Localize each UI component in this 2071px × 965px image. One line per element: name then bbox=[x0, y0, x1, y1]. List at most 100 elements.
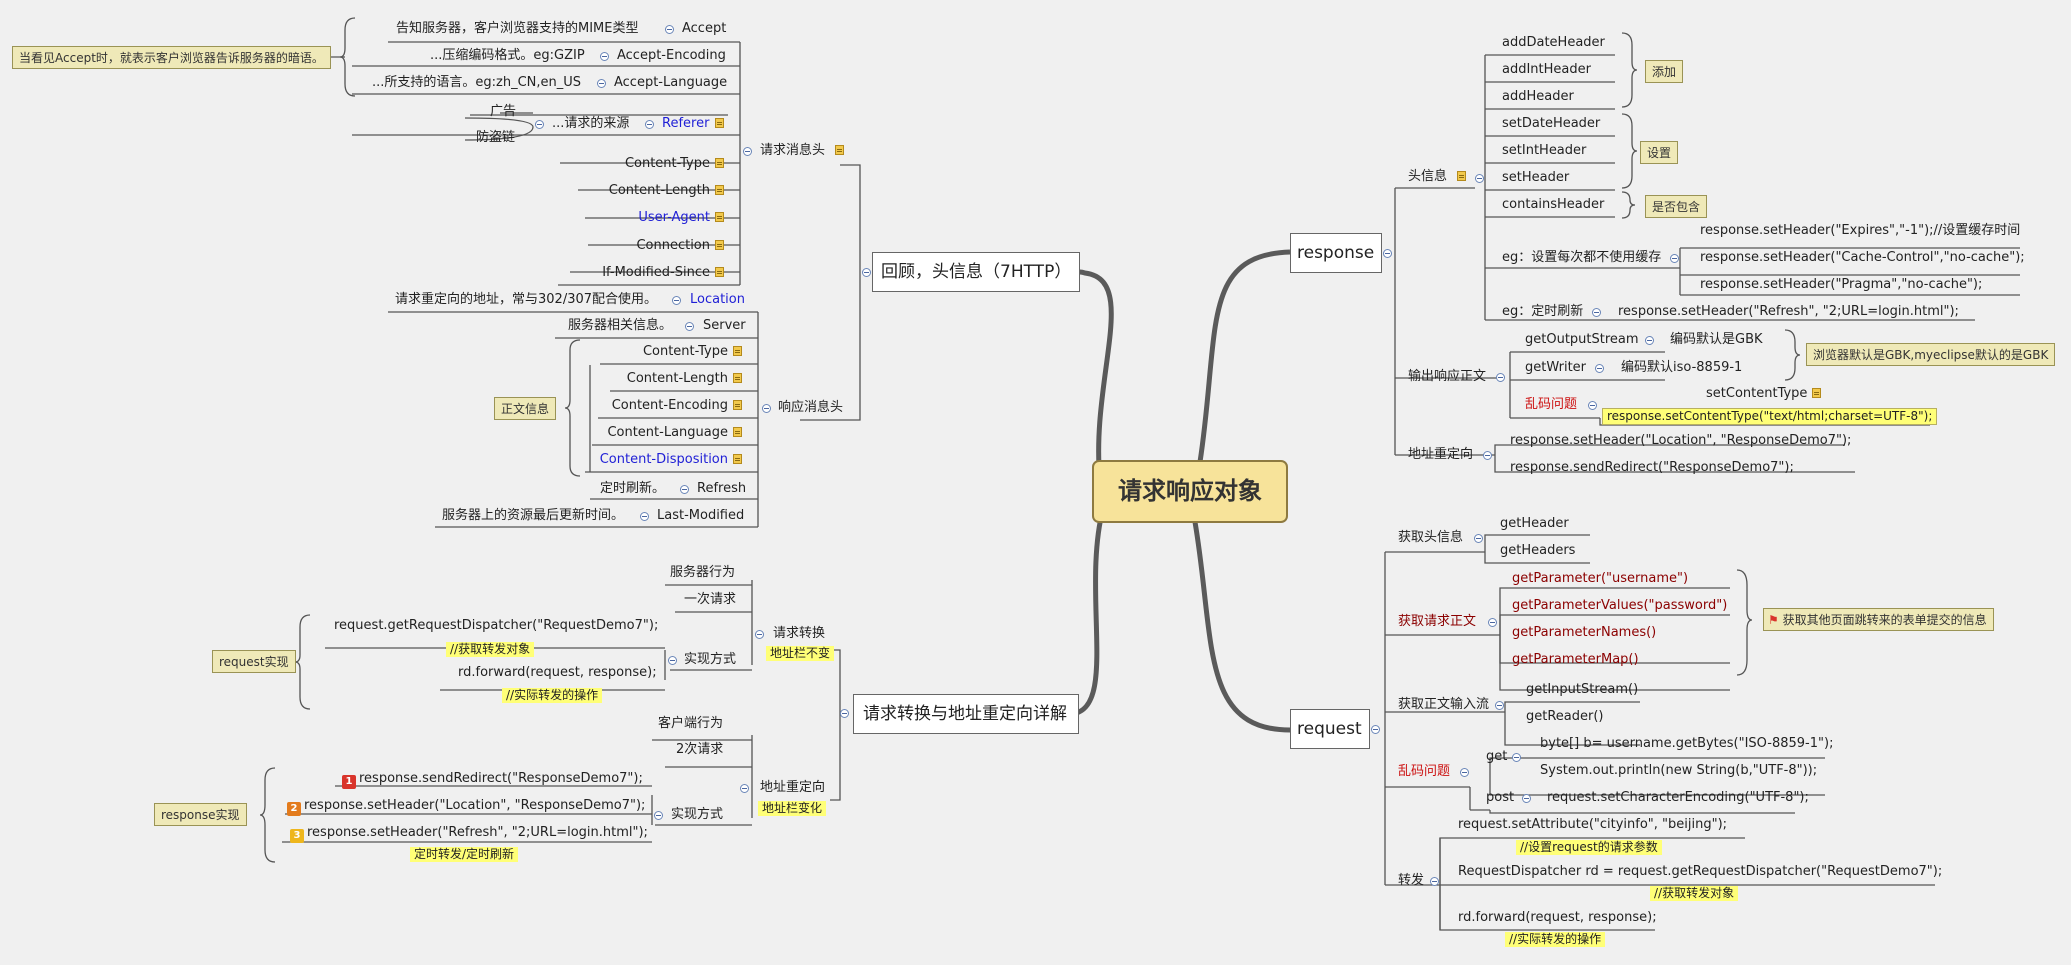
collapse-icon[interactable] bbox=[762, 404, 771, 413]
get-parameter-map[interactable]: getParameterMap() bbox=[1512, 652, 1639, 667]
garbled-post[interactable]: post bbox=[1486, 790, 1515, 805]
set-header[interactable]: setHeader bbox=[1502, 170, 1570, 185]
header-referer[interactable]: Referer bbox=[662, 116, 710, 131]
req-input-stream-label[interactable]: 获取正文输入流 bbox=[1398, 697, 1490, 712]
set-int-header[interactable]: setIntHeader bbox=[1502, 143, 1587, 158]
resp-redirect-code-send[interactable]: response.sendRedirect("ResponseDemo7"); bbox=[1510, 460, 1794, 475]
collapse-icon[interactable] bbox=[1474, 534, 1483, 543]
resp-refresh[interactable]: Refresh bbox=[697, 481, 747, 496]
collapse-icon[interactable] bbox=[672, 296, 681, 305]
collapse-icon[interactable] bbox=[1512, 753, 1521, 762]
response-header-label[interactable]: 响应消息头 bbox=[778, 400, 844, 415]
collapse-icon[interactable] bbox=[640, 512, 649, 521]
refresh-code[interactable]: response.setHeader("Refresh", "2;URL=log… bbox=[1618, 304, 1959, 319]
request-header-label[interactable]: 请求消息头 bbox=[760, 143, 826, 158]
no-cache-code-expires[interactable]: response.setHeader("Expires","-1");//设置缓… bbox=[1700, 223, 2021, 238]
forward-code-forward[interactable]: rd.forward(request, response); bbox=[458, 665, 657, 680]
get-input-stream[interactable]: getInputStream() bbox=[1526, 682, 1639, 697]
note-icon[interactable] bbox=[733, 346, 742, 356]
header-accept-language[interactable]: Accept-Language bbox=[614, 75, 728, 90]
resp-redirect-label[interactable]: 地址重定向 bbox=[1408, 447, 1474, 462]
collapse-icon[interactable] bbox=[645, 120, 654, 129]
contains-header[interactable]: containsHeader bbox=[1502, 197, 1605, 212]
garbled-get-code1[interactable]: byte[] b= username.getBytes("ISO-8859-1"… bbox=[1540, 736, 1834, 751]
note-icon[interactable] bbox=[715, 158, 724, 168]
collapse-icon[interactable] bbox=[1371, 725, 1380, 734]
collapse-icon[interactable] bbox=[1595, 364, 1604, 373]
collapse-icon[interactable] bbox=[1475, 174, 1484, 183]
collapse-icon[interactable] bbox=[597, 79, 606, 88]
req-if-modified-since[interactable]: If-Modified-Since bbox=[602, 265, 710, 280]
collapse-icon[interactable] bbox=[743, 147, 752, 156]
req-forward-label[interactable]: 转发 bbox=[1398, 873, 1425, 888]
no-cache-code-pragma[interactable]: response.setHeader("Pragma","no-cache"); bbox=[1700, 277, 1983, 292]
note-icon[interactable] bbox=[835, 145, 844, 155]
resp-server[interactable]: Server bbox=[703, 318, 746, 333]
collapse-icon[interactable] bbox=[1592, 308, 1601, 317]
set-date-header[interactable]: setDateHeader bbox=[1502, 116, 1601, 131]
topic-forward-redirect[interactable]: 请求转换与地址重定向详解 bbox=[853, 694, 1079, 734]
topic-http-headers[interactable]: 回顾，头信息（7HTTP） bbox=[872, 252, 1080, 292]
req-user-agent[interactable]: User-Agent bbox=[638, 210, 710, 225]
collapse-icon[interactable] bbox=[654, 811, 663, 820]
req-garbled-label[interactable]: 乱码问题 bbox=[1398, 764, 1451, 779]
garbled-get[interactable]: get bbox=[1486, 749, 1508, 764]
note-icon[interactable] bbox=[733, 454, 742, 464]
collapse-icon[interactable] bbox=[680, 485, 689, 494]
resp-redirect-code-location[interactable]: response.setHeader("Location", "Response… bbox=[1510, 433, 1852, 448]
add-date-header[interactable]: addDateHeader bbox=[1502, 35, 1605, 50]
req-forward-code-forward[interactable]: rd.forward(request, response); bbox=[1458, 910, 1657, 925]
topic-response[interactable]: response bbox=[1290, 233, 1382, 273]
header-accept[interactable]: Accept bbox=[682, 21, 727, 36]
note-icon[interactable] bbox=[715, 118, 724, 128]
set-content-type-code[interactable]: response.setContentType("text/html;chars… bbox=[1602, 408, 1938, 425]
collapse-icon[interactable] bbox=[1460, 768, 1469, 777]
collapse-icon[interactable] bbox=[665, 25, 674, 34]
resp-content-length[interactable]: Content-Length bbox=[626, 371, 728, 386]
req-connection[interactable]: Connection bbox=[636, 238, 710, 253]
collapse-icon[interactable] bbox=[535, 120, 544, 129]
req-body-label[interactable]: 获取请求正文 bbox=[1398, 614, 1477, 629]
collapse-icon[interactable] bbox=[1588, 401, 1597, 410]
collapse-icon[interactable] bbox=[1383, 249, 1392, 258]
collapse-icon[interactable] bbox=[1496, 373, 1505, 382]
get-parameter-names[interactable]: getParameterNames() bbox=[1512, 625, 1657, 640]
resp-content-encoding[interactable]: Content-Encoding bbox=[611, 398, 728, 413]
garbled-post-code[interactable]: request.setCharacterEncoding("UTF-8"); bbox=[1547, 790, 1809, 805]
collapse-icon[interactable] bbox=[668, 656, 677, 665]
get-headers[interactable]: getHeaders bbox=[1500, 543, 1576, 558]
req-content-length[interactable]: Content-Length bbox=[608, 183, 710, 198]
get-header[interactable]: getHeader bbox=[1500, 516, 1569, 531]
garbled-get-code2[interactable]: System.out.println(new String(b,"UTF-8")… bbox=[1540, 763, 1818, 778]
redirect-impl[interactable]: 实现方式 bbox=[671, 807, 724, 822]
output-body-label[interactable]: 输出响应正文 bbox=[1408, 369, 1487, 384]
note-icon[interactable] bbox=[1812, 388, 1821, 398]
collapse-icon[interactable] bbox=[840, 709, 849, 718]
collapse-icon[interactable] bbox=[1645, 336, 1654, 345]
no-cache-code-cache-control[interactable]: response.setHeader("Cache-Control","no-c… bbox=[1700, 250, 2025, 265]
note-icon[interactable] bbox=[733, 400, 742, 410]
forward-label[interactable]: 请求转换 bbox=[773, 626, 826, 641]
collapse-icon[interactable] bbox=[600, 52, 609, 61]
collapse-icon[interactable] bbox=[1495, 701, 1504, 710]
collapse-icon[interactable] bbox=[740, 784, 749, 793]
get-parameter-values[interactable]: getParameterValues("password") bbox=[1512, 598, 1728, 613]
get-parameter[interactable]: getParameter("username") bbox=[1512, 571, 1689, 586]
resp-content-language[interactable]: Content-Language bbox=[607, 425, 728, 440]
central-topic[interactable]: 请求响应对象 bbox=[1092, 460, 1288, 523]
collapse-icon[interactable] bbox=[685, 322, 694, 331]
note-icon[interactable] bbox=[715, 240, 724, 250]
collapse-icon[interactable] bbox=[862, 268, 871, 277]
eg-no-cache[interactable]: eg：设置每次都不使用缓存 bbox=[1502, 250, 1662, 265]
collapse-icon[interactable] bbox=[1488, 618, 1497, 627]
eg-refresh[interactable]: eg：定时刷新 bbox=[1502, 304, 1584, 319]
collapse-icon[interactable] bbox=[1522, 794, 1531, 803]
forward-code-get-dispatcher[interactable]: request.getRequestDispatcher("RequestDem… bbox=[334, 618, 659, 633]
resp-content-disposition[interactable]: Content-Disposition bbox=[599, 452, 728, 467]
note-icon[interactable] bbox=[715, 267, 724, 277]
header-accept-encoding[interactable]: Accept-Encoding bbox=[617, 48, 726, 63]
add-int-header[interactable]: addIntHeader bbox=[1502, 62, 1591, 77]
req-header-info-label[interactable]: 获取头信息 bbox=[1398, 530, 1464, 545]
note-icon[interactable] bbox=[715, 212, 724, 222]
